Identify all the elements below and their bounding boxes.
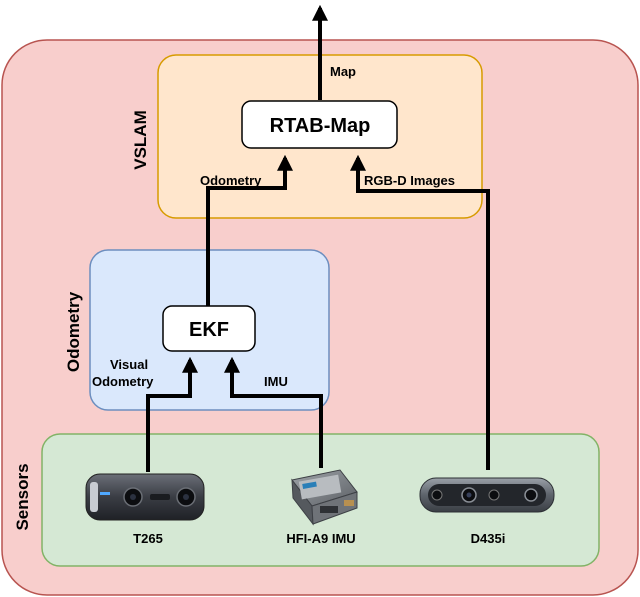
imu-edge (224, 356, 323, 468)
imu-device-icon (291, 469, 358, 526)
odometry-edge-label: Odometry (200, 173, 262, 188)
odometry-group-label: Odometry (64, 291, 83, 372)
rtabmap-node (241, 100, 398, 149)
rgbd-edge (350, 154, 490, 470)
visual-odometry-edge (146, 356, 198, 472)
rtabmap-node-label: RTAB-Map (270, 115, 371, 137)
odometry-edge (206, 154, 293, 306)
rgbd-edge-label: RGB-D Images (364, 173, 455, 188)
visual-odometry-label-line2: Odometry (92, 374, 154, 389)
d435i-camera-icon (419, 477, 555, 513)
t265-camera-icon (85, 473, 205, 521)
t265-label: T265 (133, 531, 163, 546)
visual-odometry-label-line1: Visual (110, 357, 148, 372)
vslam-group-label: VSLAM (131, 110, 150, 170)
ekf-node-label: EKF (189, 319, 229, 341)
ekf-node (162, 305, 256, 352)
imu-edge-label: IMU (264, 374, 288, 389)
map-edge-label: Map (330, 64, 356, 79)
sensors-group-label: Sensors (13, 463, 32, 530)
hfi-imu-label: HFI-A9 IMU (286, 531, 355, 546)
d435i-label: D435i (471, 531, 506, 546)
